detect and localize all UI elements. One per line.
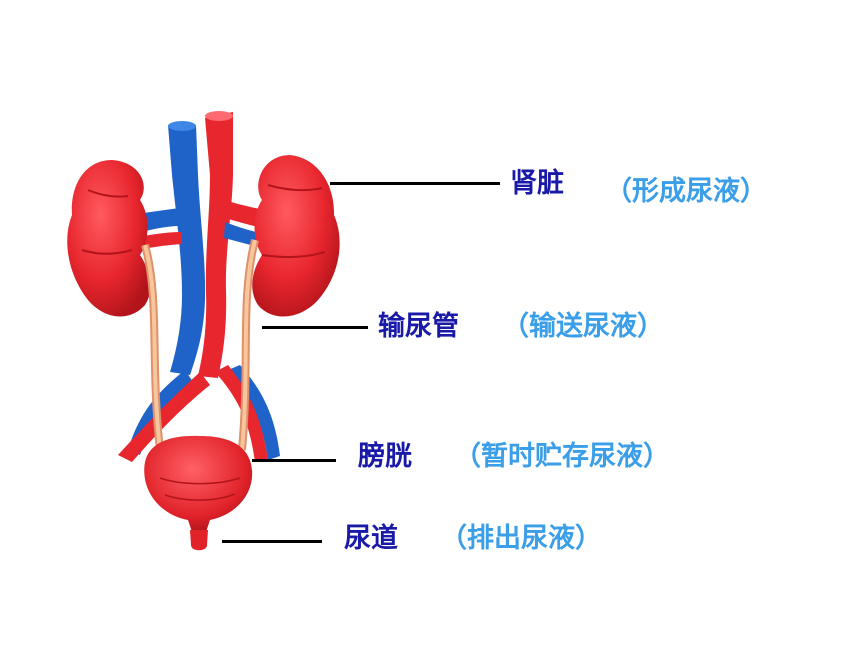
urethra bbox=[190, 530, 208, 551]
label-kidney: 肾脏 bbox=[510, 168, 564, 199]
label-bladder: 膀胱 bbox=[358, 441, 412, 472]
label-ureter-function: （输送尿液） bbox=[502, 311, 664, 342]
label-ureter: 输尿管 bbox=[378, 311, 459, 342]
label-urethra: 尿道 bbox=[344, 523, 398, 554]
iliac-vessels bbox=[118, 365, 280, 462]
left-kidney bbox=[67, 160, 151, 317]
right-kidney bbox=[252, 155, 340, 317]
vena-cava bbox=[168, 125, 206, 375]
leader-line-ureter bbox=[262, 326, 368, 329]
leader-line-kidney bbox=[330, 182, 500, 185]
leader-line-urethra bbox=[222, 540, 322, 543]
label-urethra-function: （排出尿液） bbox=[440, 523, 602, 554]
label-bladder-function: （暂时贮存尿液） bbox=[454, 441, 670, 472]
aorta bbox=[198, 112, 233, 378]
label-kidney-function: （形成尿液） bbox=[605, 176, 767, 207]
leader-line-bladder bbox=[252, 459, 336, 462]
